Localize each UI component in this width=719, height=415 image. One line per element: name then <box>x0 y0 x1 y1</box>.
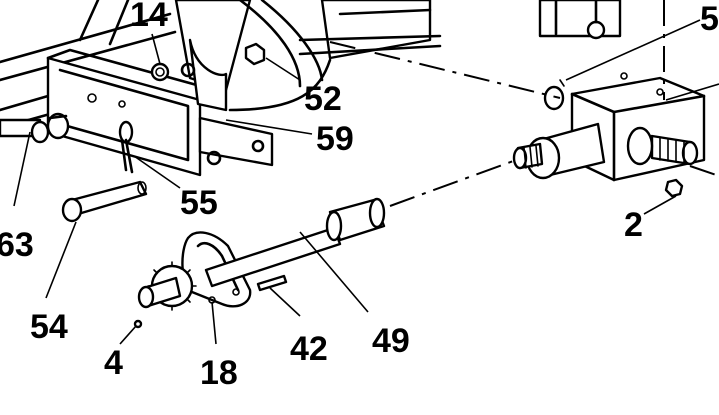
part-14-bolt <box>150 62 170 82</box>
callout-14: 14 <box>130 0 168 34</box>
callout-52: 52 <box>304 80 342 118</box>
callout-54: 54 <box>30 308 68 346</box>
part-52-nut <box>244 42 266 66</box>
leader-lines <box>13 19 719 345</box>
frame-assembly <box>0 0 622 177</box>
part-5-vent-plug <box>543 79 565 111</box>
callout-4: 4 <box>104 344 123 382</box>
part-2-drain-plug <box>664 178 684 198</box>
callout-5: 5 <box>700 0 719 38</box>
callout-49: 49 <box>372 322 410 360</box>
part-4-bolt <box>133 319 143 329</box>
part-42-key <box>256 274 288 292</box>
callout-55: 55 <box>180 184 218 222</box>
callout-42: 42 <box>290 330 328 368</box>
callout-2: 2 <box>624 206 643 244</box>
callout-59: 59 <box>316 120 354 158</box>
drive-shaft-assembly <box>133 197 386 329</box>
part-49-shaft <box>204 197 386 288</box>
callout-18: 18 <box>200 354 238 392</box>
sprocket <box>137 261 197 311</box>
center-lines <box>329 0 719 207</box>
gearbox-assembly <box>512 72 706 198</box>
callout-numbers: 14 5 52 59 55 63 2 54 49 42 4 18 <box>0 0 719 392</box>
part-54-clevis-pin <box>61 180 148 223</box>
callout-63: 63 <box>0 226 34 264</box>
part-55-lynch-pin <box>118 120 134 174</box>
